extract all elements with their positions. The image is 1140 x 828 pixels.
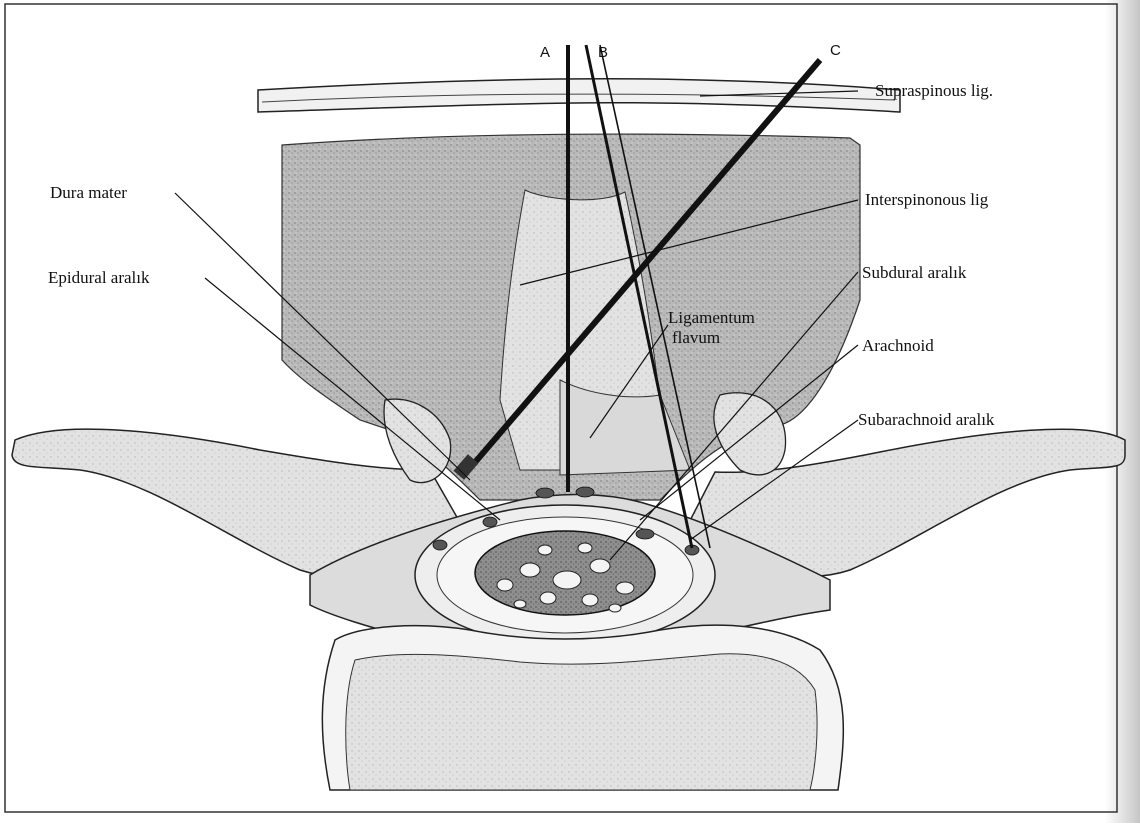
needle-c-letter: C: [830, 42, 841, 59]
label-interspinous: Interspinonous lig: [865, 190, 989, 209]
label-epidural: Epidural aralık: [48, 268, 150, 287]
label-ligamentum-2: flavum: [672, 328, 720, 347]
label-ligamentum-1: Ligamentum: [668, 308, 755, 327]
label-subdural: Subdural aralık: [862, 263, 967, 282]
label-subarachnoid: Subarachnoid aralık: [858, 410, 995, 429]
scan-edge-shade: [1105, 0, 1140, 823]
needle-a-letter: A: [540, 44, 550, 61]
label-supraspinous: Supraspinous lig.: [875, 81, 993, 100]
label-arachnoid: Arachnoid: [862, 336, 934, 355]
vertebral-body-inner: [346, 654, 817, 790]
label-dura-mater: Dura mater: [50, 183, 127, 202]
needle-b-letter: B: [598, 44, 608, 61]
